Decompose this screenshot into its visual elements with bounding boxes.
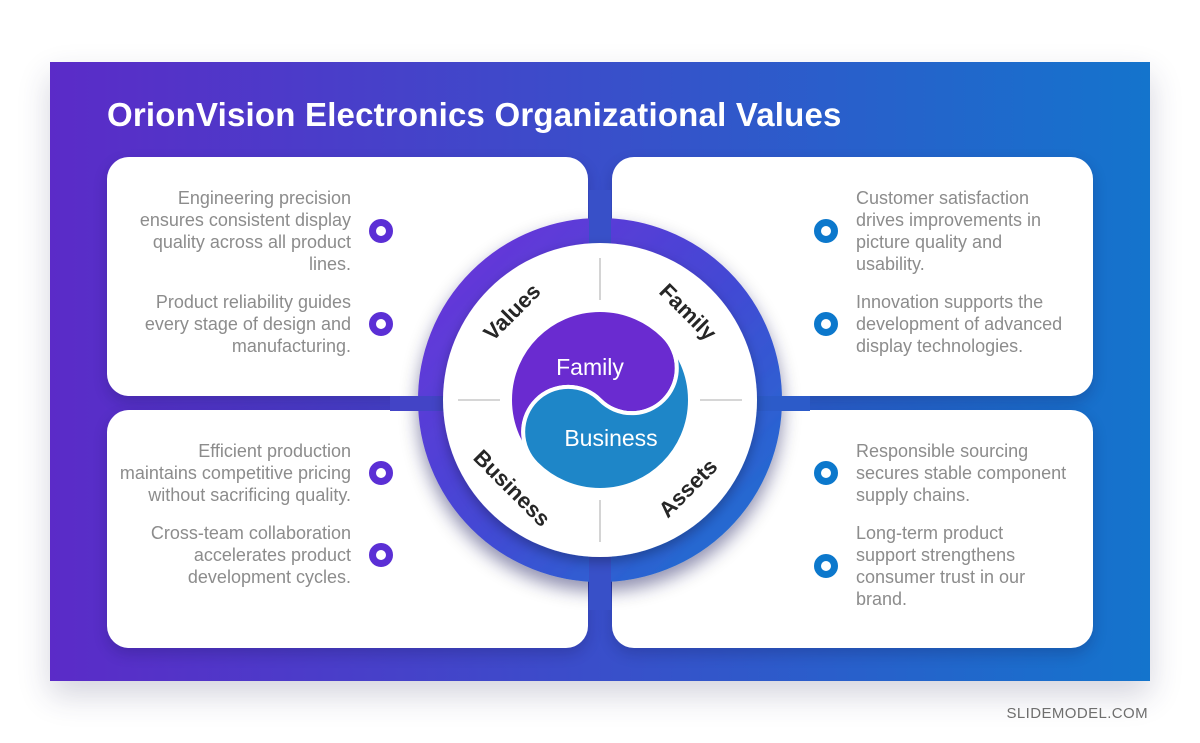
value-text: Long-term product support strengthens co… — [856, 523, 1026, 609]
donut-bullet-icon — [369, 219, 393, 243]
slide-canvas: OrionVision Electronics Organizational V… — [50, 62, 1150, 681]
core-label-business: Business — [564, 425, 657, 451]
connector-bar-top — [589, 190, 611, 244]
donut-bullet-icon — [814, 219, 838, 243]
value-row: Long-term product support strengthens co… — [814, 522, 1068, 610]
value-row: Responsible sourcing secures stable comp… — [814, 440, 1068, 506]
connector-bar-left — [390, 396, 444, 411]
value-row: Efficient production maintains competiti… — [119, 440, 393, 506]
core-label-family: Family — [556, 354, 624, 380]
card-top-right-content: Customer satisfaction drives improvement… — [814, 187, 1068, 357]
donut-bullet-icon — [814, 461, 838, 485]
value-row: Product reliability guides every stage o… — [119, 291, 393, 357]
value-text: Efficient production maintains competiti… — [119, 441, 351, 505]
value-text: Innovation supports the development of a… — [856, 292, 1063, 356]
value-row: Innovation supports the development of a… — [814, 291, 1068, 357]
connector-bar-bottom — [589, 556, 611, 610]
value-row: Customer satisfaction drives improvement… — [814, 187, 1068, 275]
card-bottom-left-content: Efficient production maintains competiti… — [119, 440, 393, 588]
donut-bullet-icon — [814, 554, 838, 578]
yin-yang-core — [508, 308, 692, 492]
value-text: Product reliability guides every stage o… — [144, 292, 351, 356]
card-bottom-right-content: Responsible sourcing secures stable comp… — [814, 440, 1068, 610]
donut-bullet-icon — [369, 543, 393, 567]
yang-blue-shape — [521, 334, 692, 492]
center-circle-diagram: Values Family Business Assets Family Bus… — [390, 190, 810, 610]
connector-bar-right — [756, 396, 810, 411]
diagram-svg: Values Family Business Assets Family Bus… — [390, 190, 810, 610]
donut-bullet-icon — [814, 312, 838, 336]
slidemodel-watermark: SLIDEMODEL.COM — [1006, 705, 1148, 722]
value-text: Customer satisfaction drives improvement… — [856, 188, 1042, 274]
value-row: Cross-team collaboration accelerates pro… — [119, 522, 393, 588]
donut-bullet-icon — [369, 312, 393, 336]
value-text: Engineering precision ensures consistent… — [139, 188, 351, 274]
value-text: Responsible sourcing secures stable comp… — [856, 441, 1067, 505]
page-title: OrionVision Electronics Organizational V… — [107, 96, 842, 133]
card-top-left-content: Engineering precision ensures consistent… — [119, 187, 393, 357]
value-row: Engineering precision ensures consistent… — [119, 187, 393, 275]
value-text: Cross-team collaboration accelerates pro… — [150, 523, 351, 587]
donut-bullet-icon — [369, 461, 393, 485]
